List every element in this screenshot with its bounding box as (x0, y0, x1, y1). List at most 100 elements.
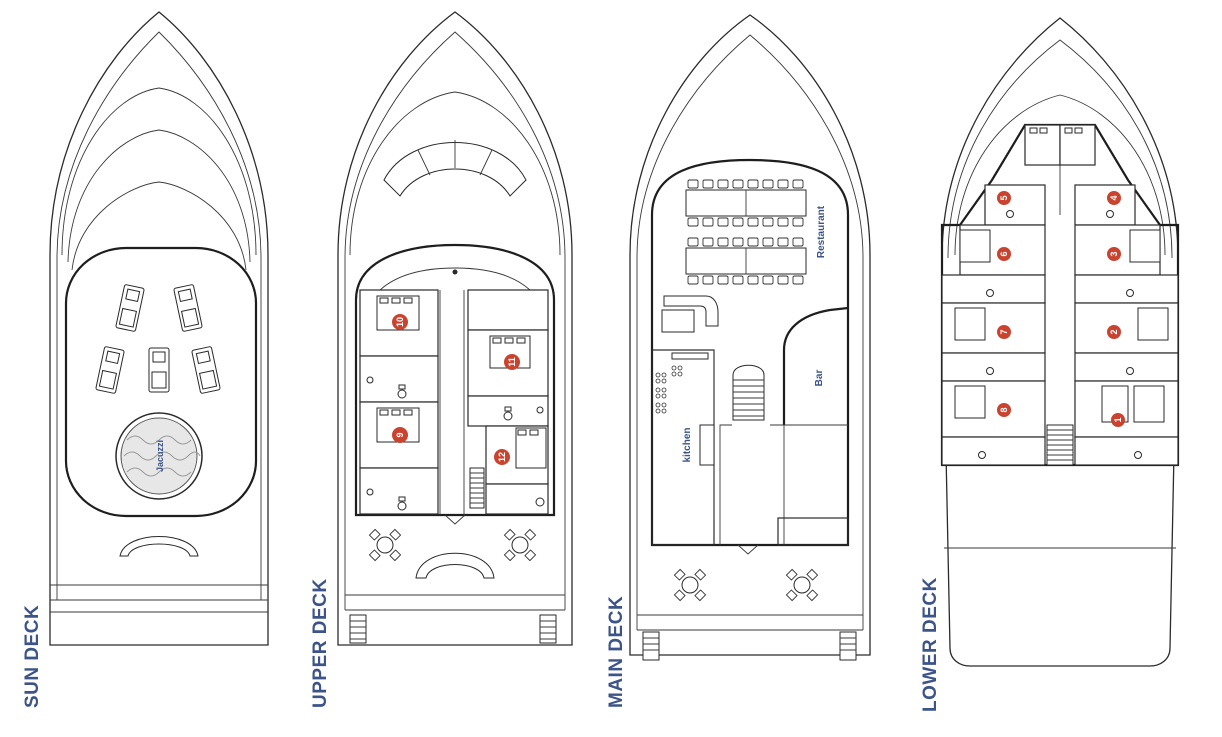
toilet-icon (1106, 210, 1114, 218)
restaurant-chair (777, 217, 789, 227)
restaurant-chair (732, 179, 744, 189)
cabin-badge-5: 5 (997, 191, 1011, 205)
restaurant-chair (792, 179, 804, 189)
sun-lounger-icon (115, 284, 145, 332)
restaurant-chair (687, 237, 699, 247)
restaurant-chair (792, 237, 804, 247)
restaurant-chair (732, 275, 744, 285)
table-with-chairs-icon (368, 528, 402, 562)
restaurant-chair (792, 217, 804, 227)
toilet-icon (1126, 367, 1134, 375)
restaurant-chair (762, 179, 774, 189)
restaurant-chair (747, 275, 759, 285)
svg-text:4: 4 (1109, 195, 1119, 200)
restaurant-chair (747, 179, 759, 189)
toilet-icon (986, 289, 994, 297)
sun-lounger-icon (95, 346, 125, 394)
sun-lounger-icon (148, 347, 170, 393)
lower-deck-plan: LOWER DECK (920, 17, 1180, 712)
cabin-badge-1: 1 (1111, 413, 1125, 427)
lower-deck-label: LOWER DECK (920, 577, 941, 712)
restaurant-chair (777, 179, 789, 189)
cabin-badge-11: 11 (504, 354, 520, 370)
restaurant-chair (702, 217, 714, 227)
svg-text:7: 7 (999, 329, 1009, 334)
cabin-badge-7: 7 (997, 325, 1011, 339)
toilet-icon (986, 367, 994, 375)
cabin-badge-9: 9 (392, 427, 408, 443)
restaurant-chair (792, 275, 804, 285)
toilet-icon (397, 384, 407, 399)
bar-label: Bar (814, 370, 825, 387)
restaurant-chair (747, 237, 759, 247)
svg-text:5: 5 (999, 195, 1009, 200)
restaurant-chair (762, 275, 774, 285)
svg-text:3: 3 (1109, 251, 1119, 256)
restaurant-chairs (687, 179, 804, 285)
restaurant-chair (687, 275, 699, 285)
kitchen-label: kitchen (682, 427, 693, 462)
restaurant-chair (702, 179, 714, 189)
cabin-badge-4: 4 (1107, 191, 1121, 205)
restaurant-chair (732, 237, 744, 247)
cabin-badge-3: 3 (1107, 247, 1121, 261)
table-with-chairs-icon (503, 528, 537, 562)
sun-lounger-icon (191, 346, 221, 394)
sun-lounger-icon (173, 284, 203, 332)
svg-text:8: 8 (999, 407, 1009, 412)
restaurant-chair (702, 275, 714, 285)
table-with-chairs-icon (673, 568, 707, 602)
bar-area (782, 306, 849, 425)
cabin-5 (984, 184, 1046, 226)
cabin-badge-10: 10 (392, 314, 408, 330)
sun-deck-plan: Jacuzzi SUN DECK (22, 11, 269, 708)
bow-sofa (383, 142, 527, 197)
jacuzzi-label: Jacuzzi (155, 440, 165, 472)
upper-deck-plan: UPPER DECK (310, 11, 573, 708)
table-with-chairs-icon (785, 568, 819, 602)
toilet-icon (503, 406, 513, 421)
staircase-icon (732, 364, 765, 421)
restaurant-chair (717, 179, 729, 189)
toilet-icon (978, 451, 986, 459)
toilet-icon (1006, 210, 1014, 218)
cabin-badge-8: 8 (997, 403, 1011, 417)
restaurant-chair (747, 217, 759, 227)
restaurant-chair (687, 179, 699, 189)
restaurant-chair (762, 217, 774, 227)
svg-text:2: 2 (1109, 329, 1119, 334)
svg-text:11: 11 (507, 357, 517, 367)
main-deck-label: MAIN DECK (606, 596, 627, 708)
restaurant-chair (717, 275, 729, 285)
staircase-icon (1046, 424, 1074, 466)
restaurant-chair (732, 217, 744, 227)
svg-text:10: 10 (395, 317, 405, 327)
restaurant-chair (702, 237, 714, 247)
main-deck-plan: Restaurant Bar kitchen (606, 14, 871, 708)
toilet-icon (397, 496, 407, 511)
curved-bench (415, 552, 495, 579)
jacuzzi: Jacuzzi (115, 412, 203, 500)
cabin-badge-12: 12 (494, 449, 510, 465)
restaurant-chair (777, 275, 789, 285)
svg-text:1: 1 (1113, 417, 1123, 422)
cabin-badges: 10 9 11 12 5 4 6 3 7 2 8 1 (392, 191, 1125, 465)
curved-bench (119, 536, 199, 557)
restaurant-chair (762, 237, 774, 247)
restaurant-chair (777, 237, 789, 247)
restaurant-chair (687, 217, 699, 227)
cabin-badge-2: 2 (1107, 325, 1121, 339)
restaurant-chair (717, 217, 729, 227)
toilet-icon (1134, 451, 1142, 459)
svg-text:9: 9 (395, 432, 405, 437)
cabin-4 (1074, 184, 1136, 226)
svg-text:12: 12 (497, 452, 507, 462)
restaurant-chair (717, 237, 729, 247)
svg-text:6: 6 (999, 251, 1009, 256)
restaurant-label: Restaurant (816, 205, 827, 258)
staircase-icon (469, 467, 485, 509)
cabin-badge-6: 6 (997, 247, 1011, 261)
sun-deck-label: SUN DECK (22, 605, 43, 708)
toilet-icon (535, 497, 545, 507)
